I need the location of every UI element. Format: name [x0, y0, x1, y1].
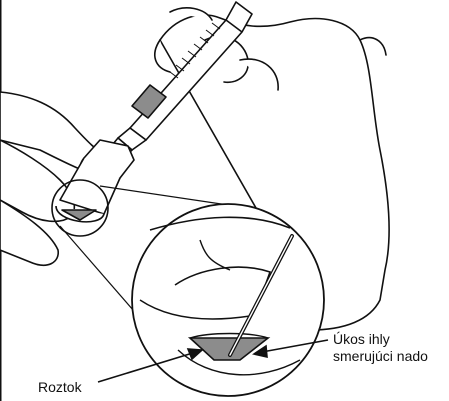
needle-tip-label-line2: smerujúci nado — [333, 348, 428, 365]
needle-tip-label: Úkos ihly smerujúci nado — [333, 331, 428, 365]
needle-tip-label-line1: Úkos ihly — [333, 331, 428, 348]
solution-label: Roztok — [38, 379, 82, 396]
large-magnifier-detail — [132, 204, 324, 396]
